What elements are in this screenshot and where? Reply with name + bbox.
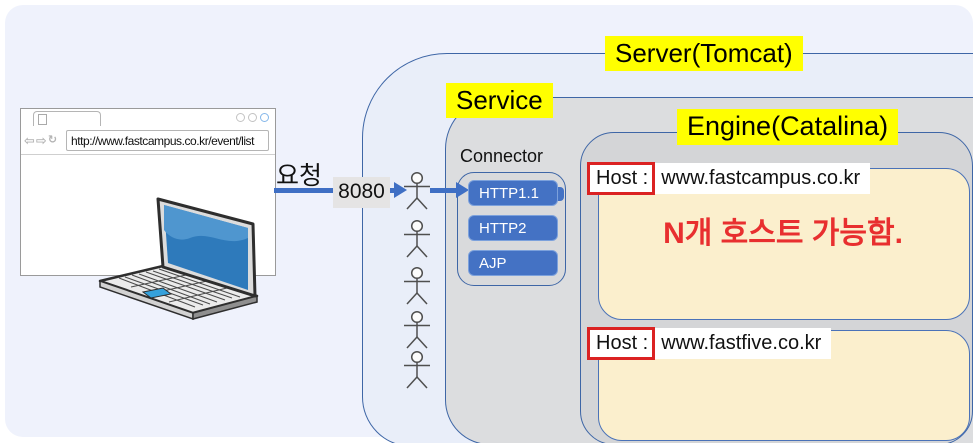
- engine-label: Engine(Catalina): [677, 109, 899, 145]
- request-label: 요청: [276, 162, 323, 190]
- browser-divider: [21, 154, 275, 155]
- service-label: Service: [446, 83, 553, 118]
- host-label-redbox: Host :: [587, 327, 656, 360]
- protocol-button-ajp: AJP: [468, 250, 558, 276]
- window-control-dot: [260, 113, 269, 122]
- protocol-button-http11: HTTP1.1: [468, 180, 558, 206]
- connector-arrow: [430, 188, 456, 193]
- connector-title: Connector: [460, 146, 544, 166]
- host-domain: www.fastfive.co.kr: [655, 328, 832, 359]
- host-label-redbox: Host :: [587, 162, 656, 195]
- port-badge: 8080: [333, 177, 390, 208]
- user-stick-figure: [404, 219, 430, 258]
- window-control-dot: [236, 113, 245, 122]
- protocol-button-http2: HTTP2: [468, 215, 558, 241]
- user-stick-figure: [404, 266, 430, 305]
- window-control-dot: [248, 113, 257, 122]
- browser-nav-icons: ⇦ ⇨ ↻: [24, 133, 57, 148]
- window-controls: [236, 113, 269, 122]
- page-icon: [38, 114, 47, 125]
- user-stick-figure: [404, 171, 430, 210]
- user-stick-figure: [404, 350, 430, 389]
- host-domain: www.fastcampus.co.kr: [655, 163, 871, 194]
- protocol-button-stub: [555, 187, 564, 201]
- server-label: Server(Tomcat): [605, 36, 803, 71]
- forward-icon: ⇨: [35, 133, 47, 148]
- back-icon: ⇦: [24, 133, 35, 148]
- browser-tab: [33, 111, 101, 126]
- host-row-2: Host : www.fastfive.co.kr: [587, 327, 832, 360]
- laptop-illustration: [98, 197, 259, 321]
- request-arrowhead: [394, 182, 407, 198]
- url-field: http://www.fastcampus.co.kr/event/list: [66, 130, 269, 151]
- refresh-icon: ↻: [47, 134, 58, 146]
- user-stick-figure: [404, 310, 430, 349]
- host-row-1: Host : www.fastcampus.co.kr: [587, 162, 871, 195]
- connector-arrowhead: [456, 182, 469, 198]
- engine-note: N개 호스트 가능함.: [663, 217, 903, 250]
